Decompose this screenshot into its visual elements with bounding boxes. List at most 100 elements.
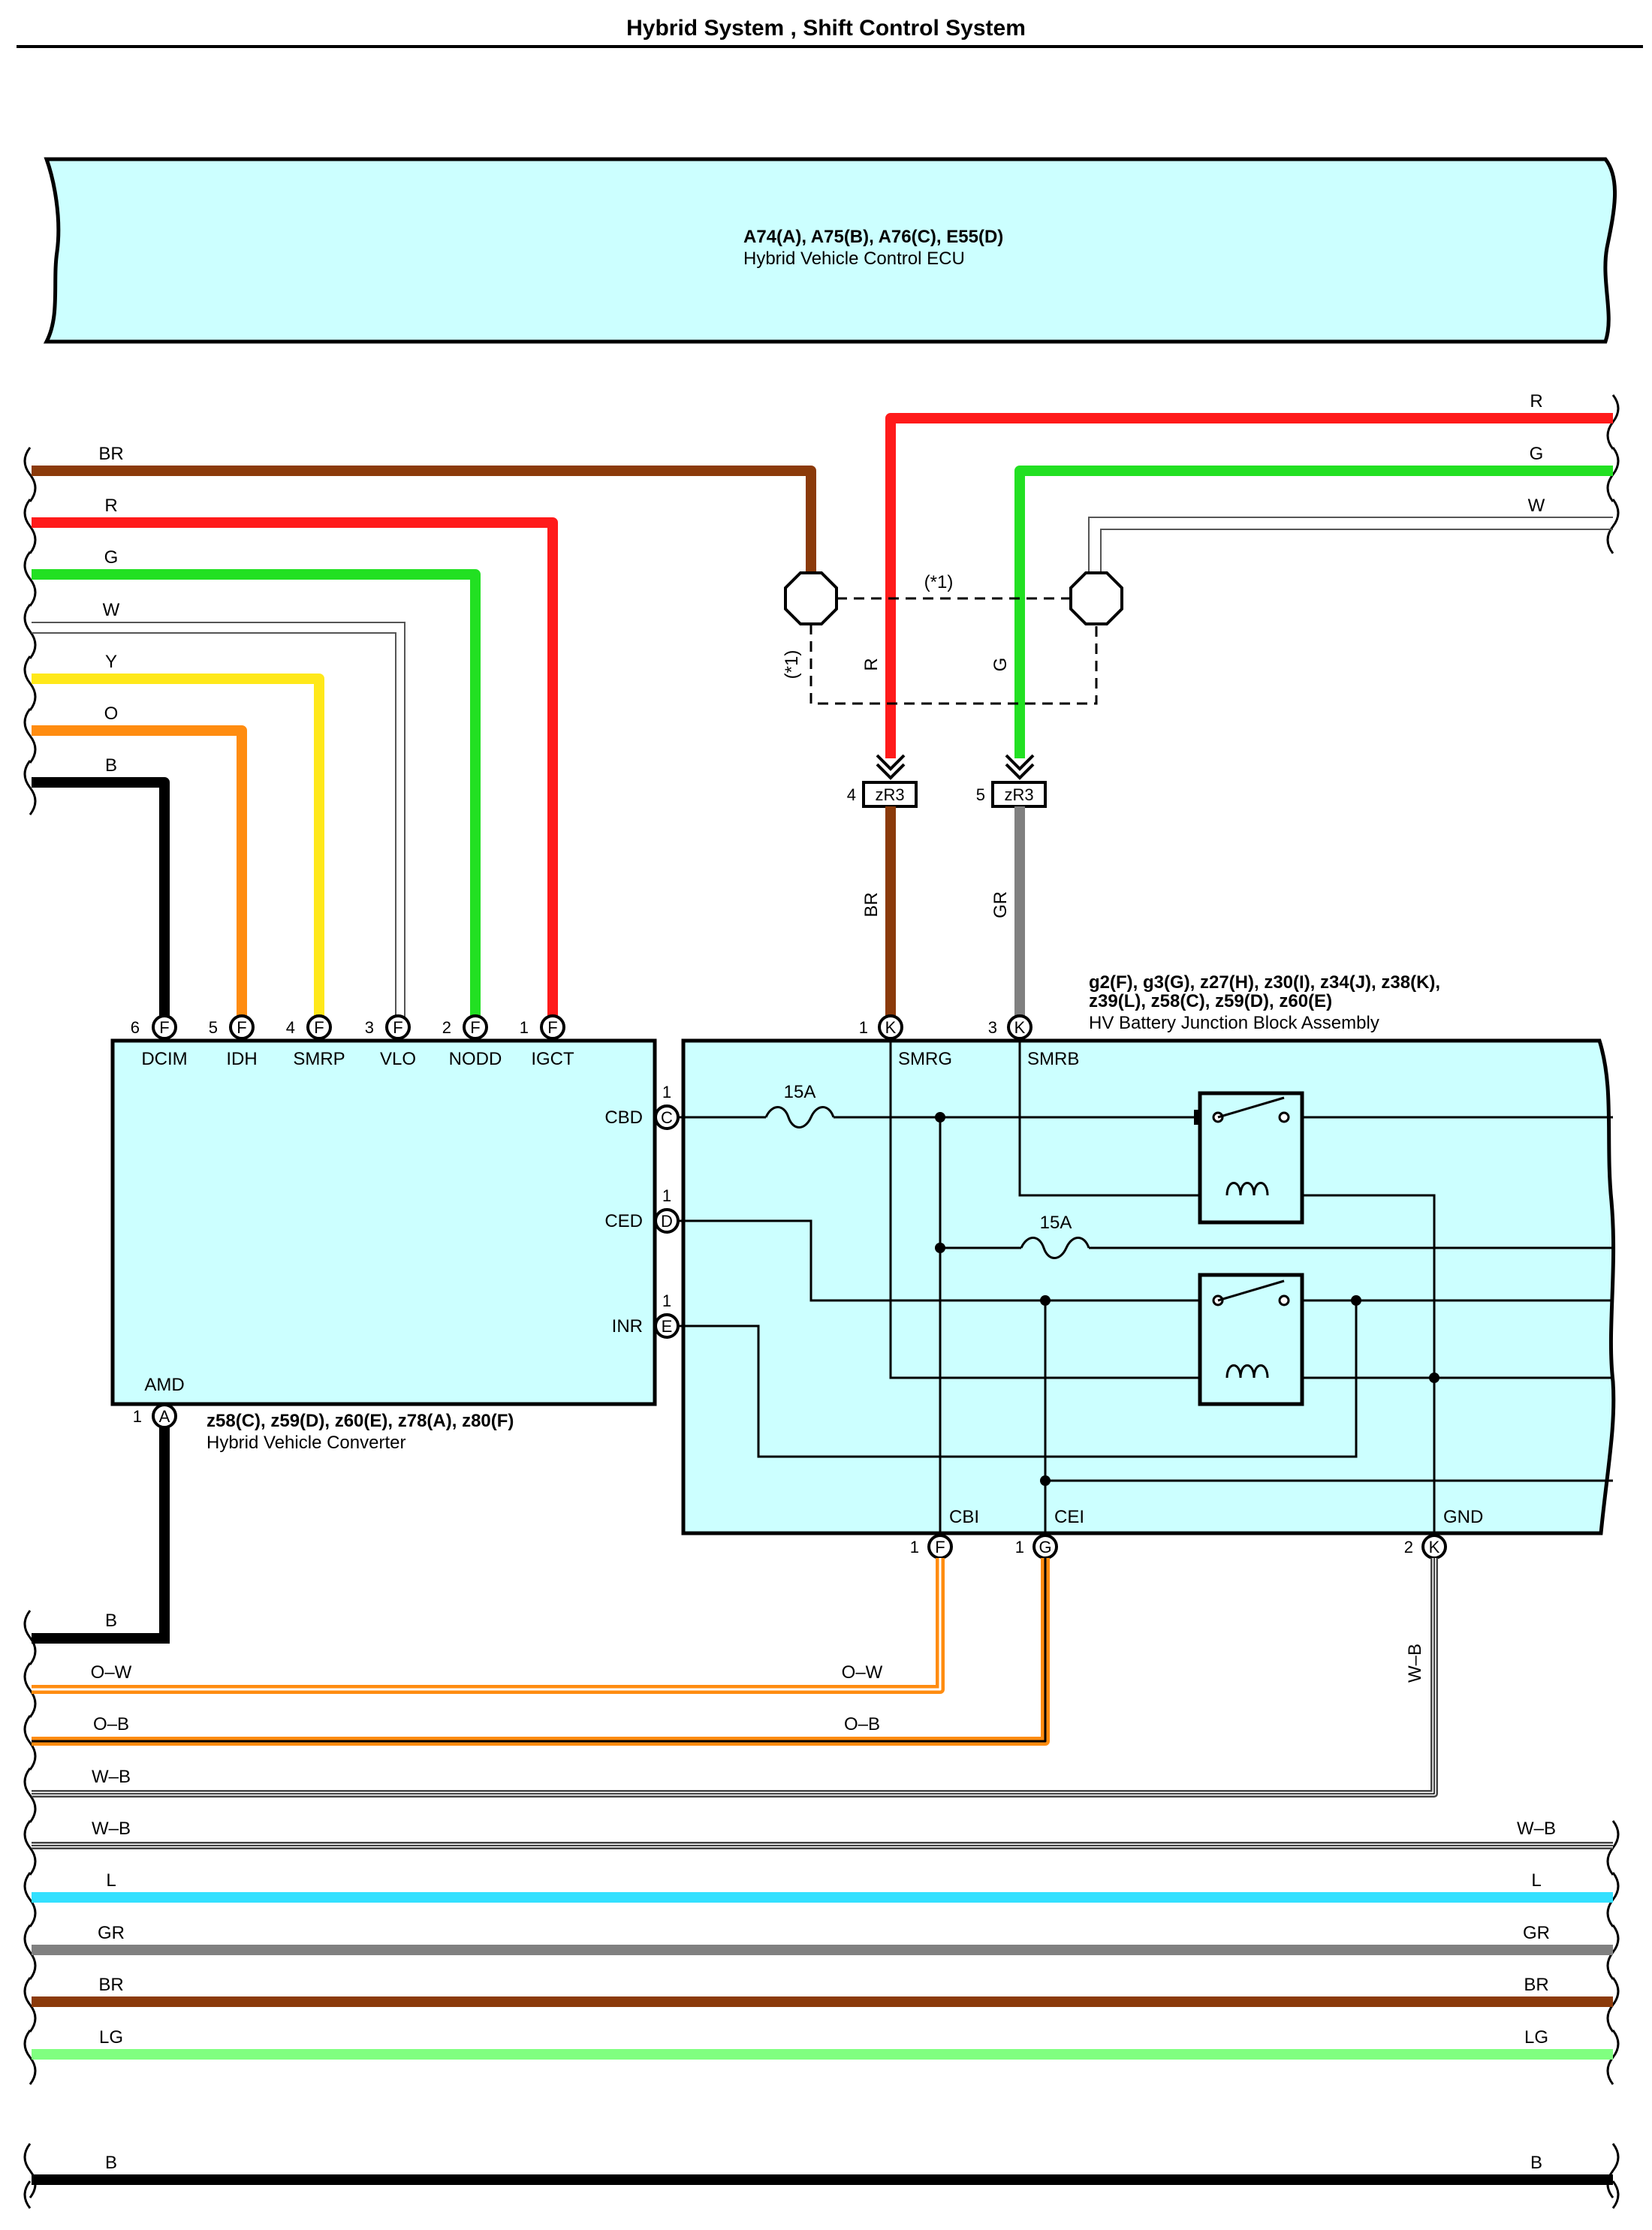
converter-side-pins: C 1 CBD D 1 CED E 1 INR xyxy=(604,1083,680,1339)
page-title: Hybrid System , Shift Control System xyxy=(626,16,1026,41)
converter-connectors: z58(C), z59(D), z60(E), z78(A), z80(F) xyxy=(206,1411,514,1431)
connector-zr3[interactable]: zR3 zR3 4 5 xyxy=(847,781,1047,808)
pin-ced[interactable]: D 1 CED xyxy=(604,1186,680,1234)
pin-idh[interactable]: F 5 IDH xyxy=(209,1014,258,1069)
pin-num: 5 xyxy=(209,1018,218,1037)
pin-label: CBI xyxy=(949,1507,979,1527)
zr3-name-left: zR3 xyxy=(875,785,904,804)
jb-top-pins: K 1 SMRG K 3 SMRB xyxy=(859,1014,1080,1069)
pin-cbi[interactable]: F 1 CBI xyxy=(910,1507,979,1559)
wire-label-w: W xyxy=(103,600,120,620)
pin-conn: K xyxy=(1014,1018,1026,1037)
pin-circle xyxy=(385,1014,411,1040)
pin-cei[interactable]: G 1 CEI xyxy=(1015,1507,1084,1559)
relay-smrb xyxy=(1194,1091,1304,1225)
left-top-wire-labels: BR R G W Y O B xyxy=(98,444,123,776)
wire-o-idh xyxy=(32,725,247,1020)
pin-label: AMD xyxy=(144,1375,184,1395)
zr3-name-right: zR3 xyxy=(1004,785,1033,804)
pin-gnd[interactable]: K 2 GND xyxy=(1404,1507,1484,1559)
pin-num: 1 xyxy=(859,1018,868,1037)
wire-label-wb: W–B xyxy=(92,1767,131,1787)
wire-label-br-smrg: BR xyxy=(861,892,882,917)
pin-conn: C xyxy=(661,1108,673,1127)
pin-cbd[interactable]: C 1 CBD xyxy=(604,1083,680,1130)
wire-label-gr-smrb: GR xyxy=(990,891,1011,918)
pin-vlo[interactable]: F 3 VLO xyxy=(365,1014,416,1069)
pin-amd[interactable]: A 1 AMD xyxy=(133,1375,185,1429)
pin-inr[interactable]: E 1 INR xyxy=(612,1291,680,1339)
wire-label-r-vert: R xyxy=(861,658,882,671)
zr3-pin-left: 4 xyxy=(847,785,856,804)
pin-nodd[interactable]: F 2 NODD xyxy=(442,1014,502,1069)
pin-circle xyxy=(540,1014,565,1040)
hv-battery-junction-block[interactable]: g2(F), g3(G), z27(H), z30(I), z34(J), z3… xyxy=(681,972,1616,1535)
pin-num: 1 xyxy=(662,1083,671,1101)
right-top-wire-labels: R G W xyxy=(1528,391,1545,516)
pin-conn: F xyxy=(314,1018,324,1037)
wire-label-g: G xyxy=(104,547,119,568)
pin-num: 1 xyxy=(910,1538,919,1556)
pin-circle xyxy=(306,1014,332,1040)
bus-label-left: L xyxy=(106,1870,116,1891)
pin-smrp[interactable]: F 4 SMRP xyxy=(286,1014,345,1069)
bus-label-right: GR xyxy=(1523,1923,1550,1943)
bus-label-left: BR xyxy=(98,1975,123,1995)
fuse-label-2: 15A xyxy=(1040,1213,1072,1233)
pin-num: 6 xyxy=(131,1018,140,1037)
wire-o-w xyxy=(32,1558,945,1694)
pin-num: 3 xyxy=(988,1018,997,1037)
pin-label: CBD xyxy=(604,1107,643,1128)
wire-label-b: B xyxy=(105,755,117,776)
ecu-body xyxy=(43,157,1617,344)
zr3-pin-right: 5 xyxy=(976,785,985,804)
pin-label: CEI xyxy=(1054,1507,1084,1527)
pin-label: SMRB xyxy=(1027,1049,1079,1069)
pin-conn: F xyxy=(547,1018,557,1037)
converter-name: Hybrid Vehicle Converter xyxy=(206,1433,405,1453)
wire-label-ob-mid: O–B xyxy=(844,1714,880,1734)
wire-label-g-right: G xyxy=(1530,444,1544,464)
left-break-marks xyxy=(23,447,37,2209)
bus-label-left: B xyxy=(105,2153,117,2173)
pin-circle xyxy=(463,1014,488,1040)
pin-num: 1 xyxy=(1015,1538,1024,1556)
hybrid-vehicle-control-ecu[interactable]: A74(A), A75(B), A76(C), E55(D) Hybrid Ve… xyxy=(43,157,1617,344)
pin-smrg[interactable]: K 1 SMRG xyxy=(859,1014,952,1069)
pin-label: CED xyxy=(604,1211,643,1231)
wire-label-w-right: W xyxy=(1528,496,1545,516)
bus-label-left: GR xyxy=(98,1923,125,1943)
pin-label: DCIM xyxy=(141,1049,187,1069)
wire-b-dcim xyxy=(32,777,170,1020)
converter-top-pins: F 6 DCIM F 5 IDH F 4 SMRP F 3 VLO F 2 NO… xyxy=(131,1014,574,1069)
bus-label-right: LG xyxy=(1524,2027,1548,2048)
wire-b-amd xyxy=(32,1427,170,1644)
wire-label-b-bottom: B xyxy=(105,1611,117,1631)
wire-label-r: R xyxy=(104,496,117,516)
wire-label-wb-vert: W–B xyxy=(1405,1644,1425,1683)
wire-g-smrb xyxy=(1014,466,1613,758)
pin-num: 1 xyxy=(520,1018,529,1037)
pin-igct[interactable]: F 1 IGCT xyxy=(520,1014,574,1069)
wire-o-b xyxy=(32,1558,1050,1746)
hybrid-vehicle-converter[interactable]: z58(C), z59(D), z60(E), z78(A), z80(F) H… xyxy=(110,1038,657,1453)
wire-label-ow: O–W xyxy=(91,1662,132,1683)
pin-conn: F xyxy=(935,1538,945,1556)
ecu-connectors: A74(A), A75(B), A76(C), E55(D) xyxy=(743,227,1003,247)
pin-label: INR xyxy=(612,1316,643,1336)
pin-smrb[interactable]: K 3 SMRB xyxy=(988,1014,1080,1069)
left-bottom-wire-labels: B O–W O–B W–B O–W O–B xyxy=(91,1611,883,1787)
pin-num: 1 xyxy=(662,1291,671,1310)
wire-w-vlo xyxy=(32,622,405,1020)
pin-conn: E xyxy=(662,1317,673,1336)
shield-connectors: (*1) (*1) R G xyxy=(782,571,1123,705)
pin-num: 2 xyxy=(442,1018,451,1037)
wire-br-top xyxy=(32,466,816,526)
wire-label-r-right: R xyxy=(1530,391,1542,411)
pin-conn: F xyxy=(159,1018,169,1037)
pin-conn: F xyxy=(237,1018,246,1037)
zr3-box-left xyxy=(862,781,918,808)
pin-dcim[interactable]: F 6 DCIM xyxy=(131,1014,188,1069)
bus-label-right: B xyxy=(1530,2153,1542,2173)
jb-connectors-1: g2(F), g3(G), z27(H), z30(I), z34(J), z3… xyxy=(1089,972,1440,993)
